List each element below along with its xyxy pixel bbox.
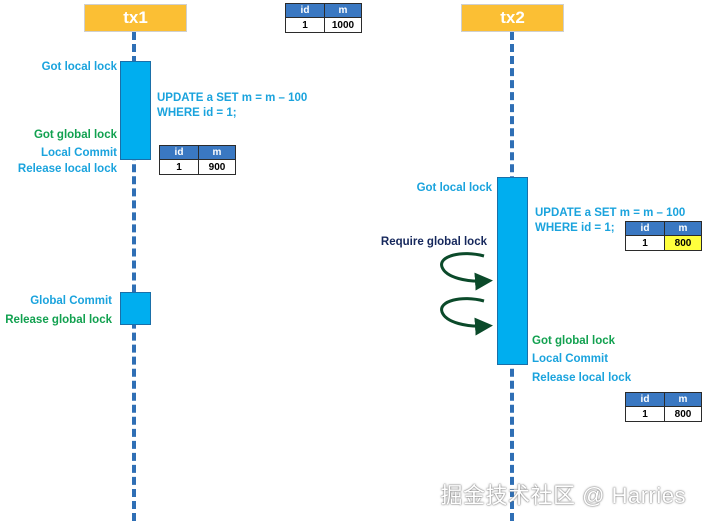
watermark: 掘金技术社区 @ Harries [440,483,686,508]
retry-loop-arrow-2 [440,297,493,336]
tx1-release-global-lock: Release global lock [5,314,112,326]
table-header-m: m [664,392,702,407]
retry-loop-arrow-1 [440,252,493,291]
tx2-update-line2: WHERE id = 1; [535,222,615,234]
retry-loop-arrows [440,252,493,336]
tx2-got-global-lock: Got global lock [532,335,616,347]
tx1-update-line2: WHERE id = 1; [157,107,237,119]
table-cell-id: 1 [625,406,665,422]
tx1-global-commit: Global Commit [30,295,112,307]
tx1-lifeline [132,32,136,521]
tx2-update-line1: UPDATE a SET m = m – 100 [535,207,686,219]
tx2-got-local-lock: Got local lock [416,182,492,194]
table-cell-m: 800 [664,406,702,422]
table-cell-id: 1 [625,235,665,251]
table-cell-id: 1 [159,159,199,175]
table-header-id: id [159,145,199,160]
table-header-m: m [198,145,236,160]
tx2-local-commit: Local Commit [532,353,609,365]
table-cell-m-highlighted: 800 [664,235,702,251]
table-header-id: id [285,3,325,18]
tx1-release-local-lock: Release local lock [17,163,117,175]
table-cell-m: 900 [198,159,236,175]
tx1-global-commit-box [120,292,151,325]
tx1-local-transaction-box [120,61,151,160]
tx2-release-local-lock: Release local lock [532,372,632,384]
table-header-id: id [625,221,665,236]
tx2-header: tx2 [461,4,564,32]
table-header-m: m [324,3,362,18]
table-cell-id: 1 [285,17,325,33]
table-header-m: m [664,221,702,236]
tx1-got-local-lock: Got local lock [41,61,117,73]
tx1-local-commit: Local Commit [40,147,117,159]
tx1-update-line1: UPDATE a SET m = m – 100 [157,92,308,104]
tx2-local-transaction-box [497,177,528,365]
tx2-require-global-lock: Require global lock [380,236,487,248]
tx1-header: tx1 [84,4,187,32]
table-header-id: id [625,392,665,407]
table-cell-m: 1000 [324,17,362,33]
tx1-got-global-lock: Got global lock [33,129,117,141]
